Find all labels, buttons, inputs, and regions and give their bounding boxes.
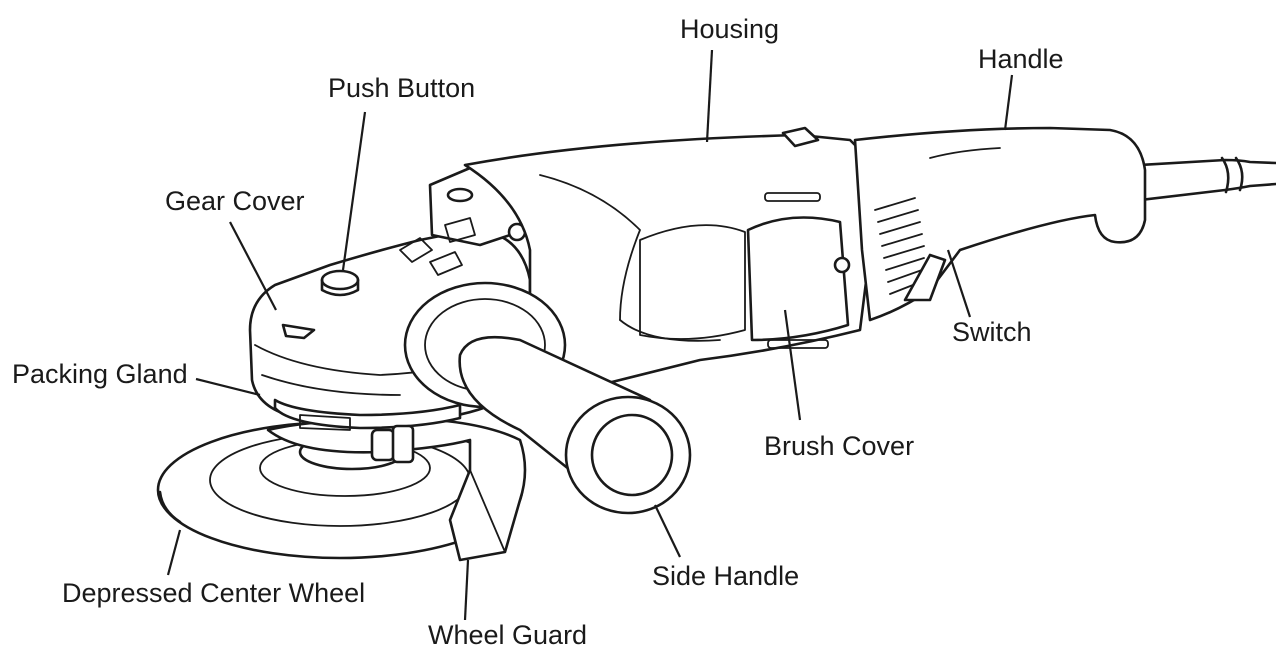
leader-handle bbox=[1003, 74, 1014, 131]
power-cord bbox=[1138, 156, 1276, 202]
label-side-handle: Side Handle bbox=[652, 561, 799, 591]
leader-wheel-guard bbox=[463, 559, 470, 621]
rear-handle bbox=[853, 126, 1147, 322]
label-gear-cover: Gear Cover bbox=[165, 186, 305, 216]
leader-gear-cover bbox=[229, 221, 277, 311]
side-handle bbox=[403, 281, 692, 515]
label-depressed-center-wheel: Depressed Center Wheel bbox=[62, 578, 365, 608]
label-brush-cover: Brush Cover bbox=[764, 431, 914, 461]
leader-lines bbox=[166, 49, 1014, 621]
leader-housing bbox=[705, 49, 714, 143]
leader-packing-gland bbox=[195, 377, 261, 397]
label-packing-gland: Packing Gland bbox=[12, 359, 188, 389]
leader-depressed-center-wheel bbox=[166, 529, 182, 576]
push-button bbox=[320, 269, 360, 297]
switch-trigger bbox=[903, 253, 947, 302]
leader-switch bbox=[946, 249, 972, 318]
label-wheel-guard: Wheel Guard bbox=[428, 620, 587, 650]
brush-cover bbox=[746, 216, 851, 349]
label-push-button: Push Button bbox=[328, 73, 475, 103]
leader-brush-cover bbox=[783, 309, 802, 421]
leader-side-handle bbox=[654, 504, 681, 558]
leader-push-button bbox=[341, 111, 367, 271]
label-handle: Handle bbox=[978, 44, 1064, 74]
labels: Housing Handle Push Button Gear Cover Sw… bbox=[12, 14, 1064, 650]
label-switch: Switch bbox=[952, 317, 1032, 347]
label-housing: Housing bbox=[680, 14, 779, 44]
